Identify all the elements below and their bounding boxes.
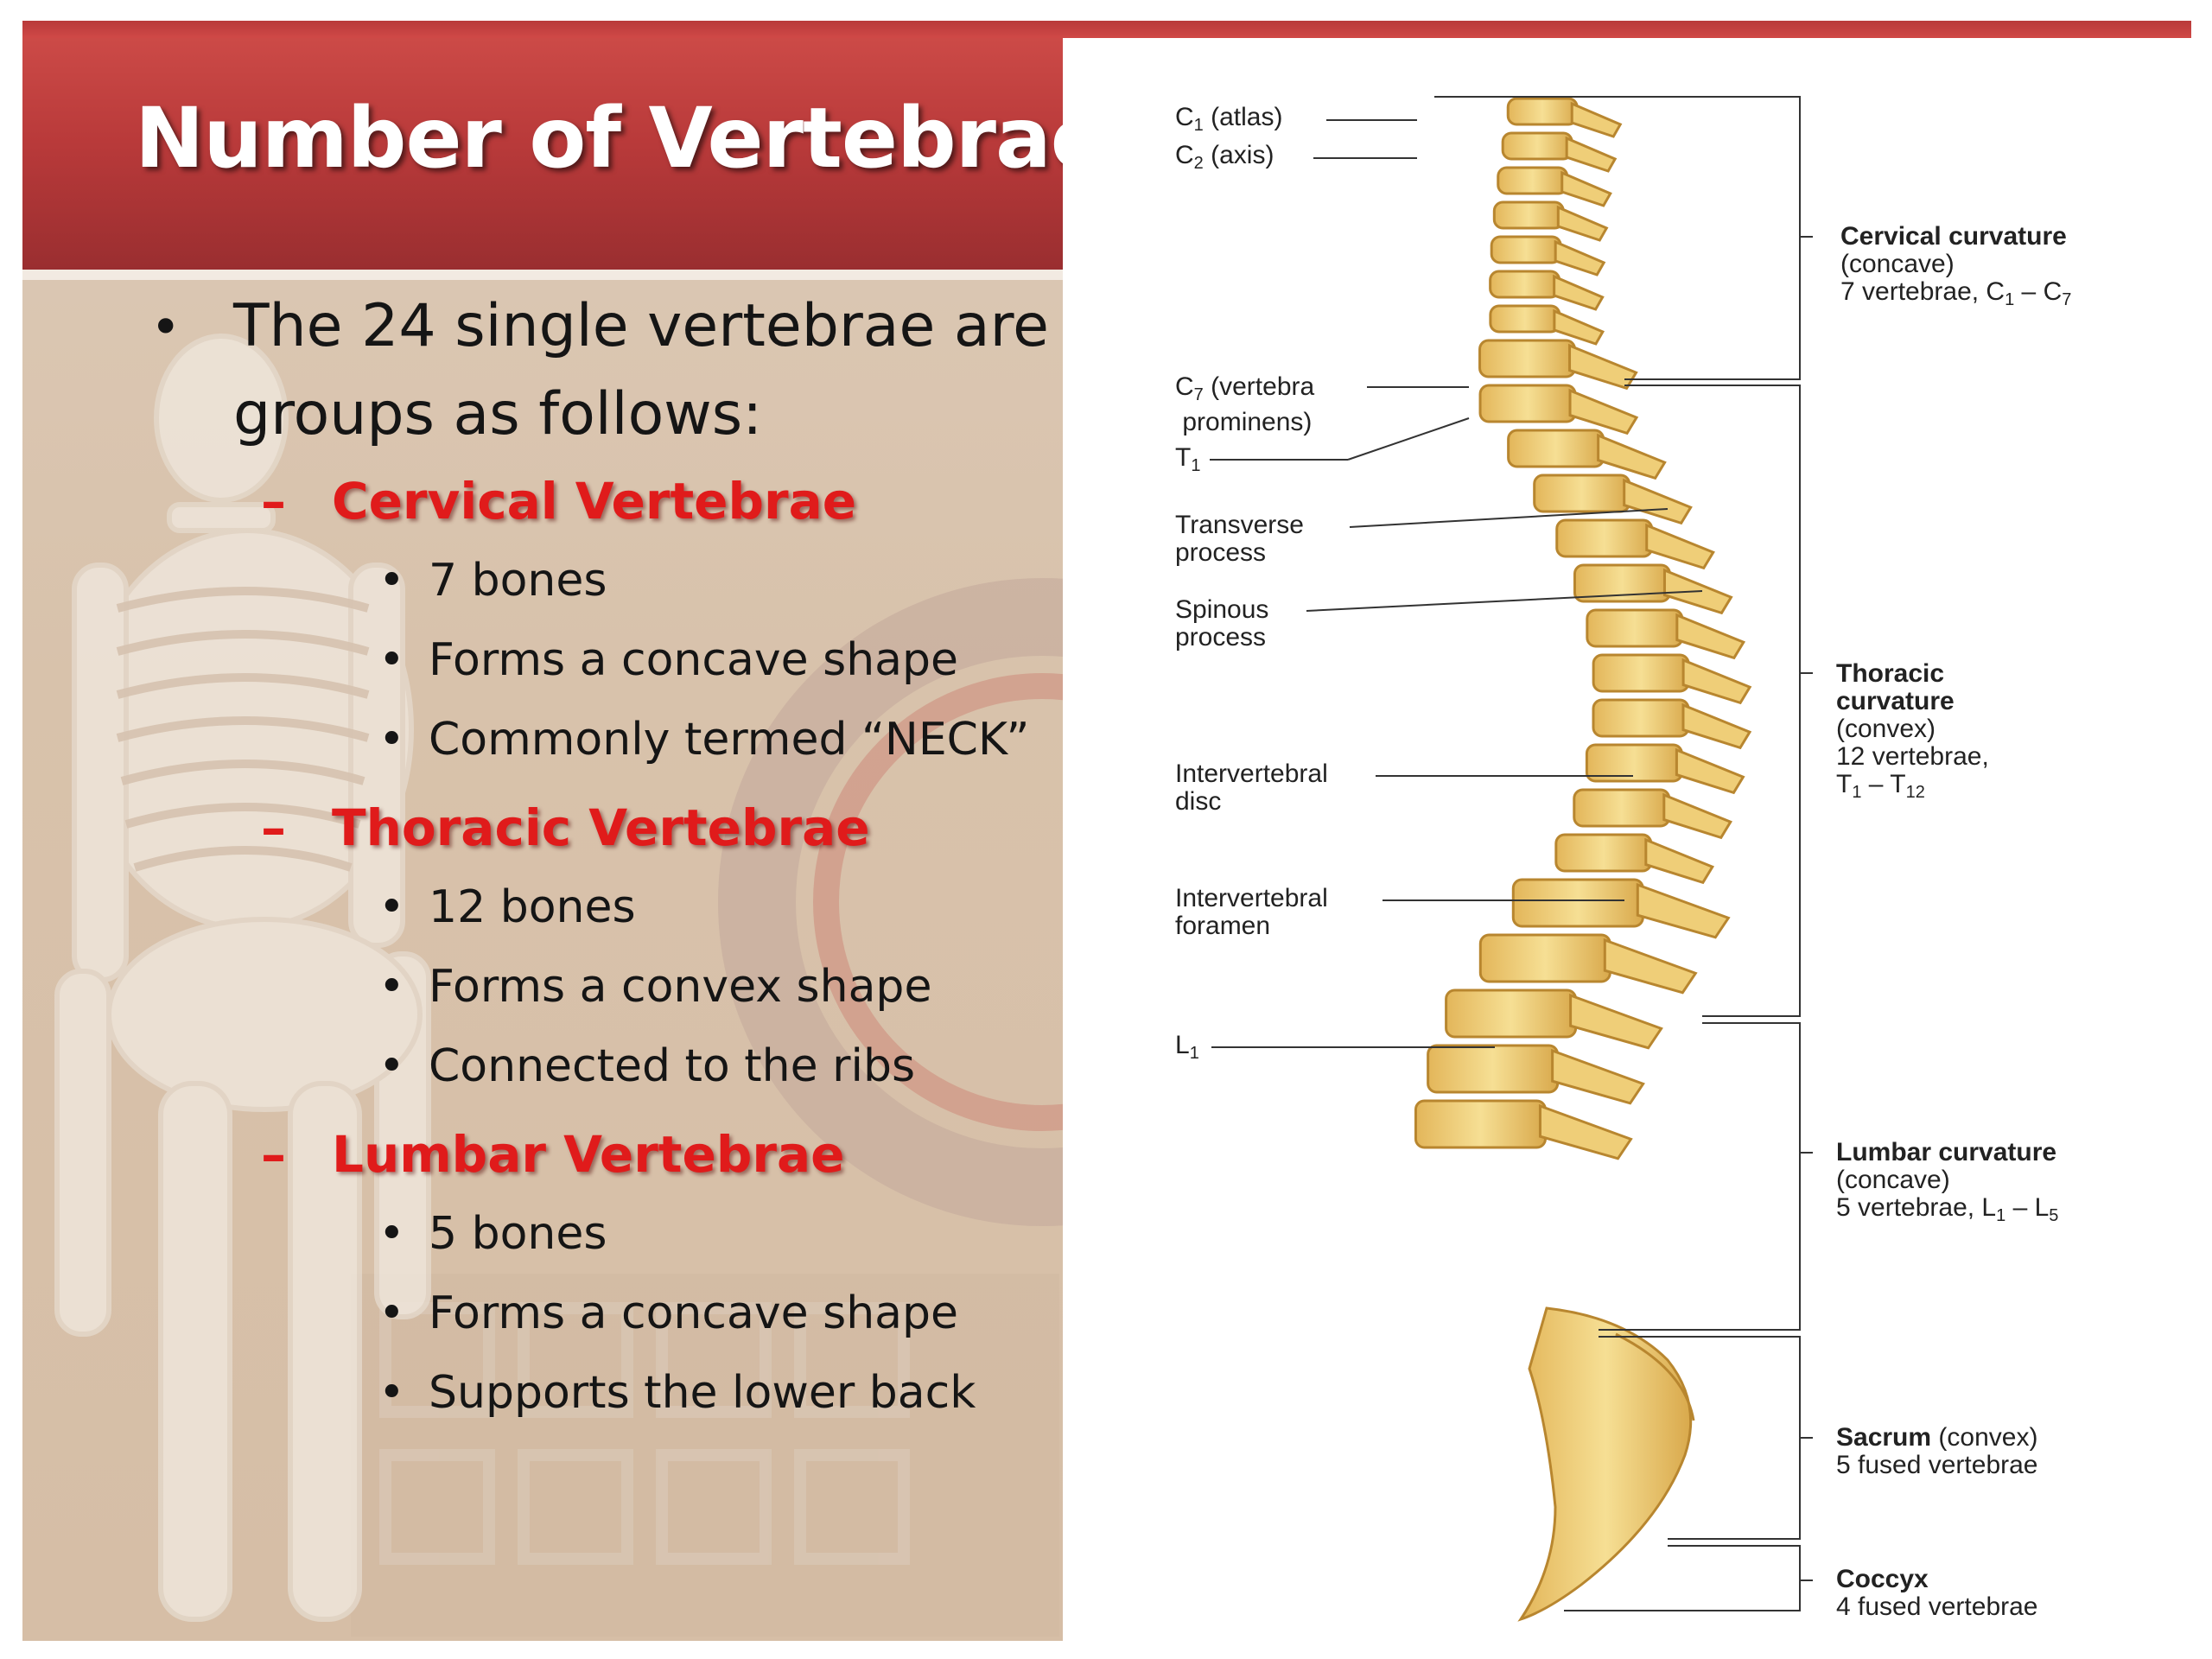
- spinous-process: [1662, 792, 1732, 840]
- intro-line-2: groups as follows:: [233, 380, 763, 448]
- dash-marker: –: [261, 1125, 286, 1184]
- spinous-process: [1570, 101, 1623, 138]
- spinous-process: [1553, 274, 1605, 311]
- section-heading-lumbar: Lumbar Vertebrae: [332, 1125, 845, 1184]
- spinous-process: [1681, 702, 1752, 750]
- spinous-process: [1675, 613, 1746, 660]
- vertebral-body: [1478, 339, 1577, 378]
- cervical-point-2: Forms a concave shape: [429, 634, 959, 686]
- spinous-process: [1569, 993, 1663, 1050]
- cervical-point-3: Commonly termed “NECK”: [429, 714, 1030, 766]
- top-accent-strip: [22, 21, 2191, 40]
- vertebral-body: [1501, 131, 1573, 161]
- label-c1-atlas: C1 (atlas): [1175, 103, 1283, 136]
- bullet-dot: •: [378, 961, 405, 1013]
- spinous-process: [1675, 747, 1745, 795]
- vertebral-body: [1554, 833, 1653, 873]
- vertebral-body: [1573, 788, 1671, 828]
- intro-line-1: The 24 single vertebrae are: [233, 292, 1049, 360]
- label-c2-axis: C2 (axis): [1175, 141, 1274, 174]
- vertebral-body: [1533, 474, 1631, 513]
- thoracic-point-2: Forms a convex shape: [429, 961, 932, 1013]
- dash-marker: –: [261, 472, 286, 531]
- spinous-process: [1560, 170, 1612, 207]
- vertebral-column-illustration: [1210, 96, 1813, 1622]
- label-t1: T1: [1175, 443, 1201, 476]
- title-divider: [22, 270, 1063, 280]
- spinous-process: [1551, 1048, 1645, 1105]
- label-sacrum: Sacrum (convex)5 fused vertebrae: [1836, 1423, 2038, 1479]
- section-heading-cervical: Cervical Vertebrae: [332, 472, 857, 531]
- lumbar-point-1: 5 bones: [429, 1208, 607, 1260]
- spinous-process: [1645, 523, 1715, 570]
- section-heading-thoracic: Thoracic Vertebrae: [332, 798, 870, 857]
- label-lumbar-curvature: Lumbar curvature(concave)5 vertebrae, L1…: [1836, 1138, 2059, 1226]
- bullet-dot: •: [378, 1367, 405, 1419]
- lumbar-point-3: Supports the lower back: [429, 1367, 976, 1419]
- spinous-process: [1568, 343, 1638, 391]
- vertebral-body: [1492, 200, 1565, 230]
- bullet-dot: •: [378, 1040, 405, 1092]
- label-l1: L1: [1175, 1031, 1199, 1064]
- bullet-dot: •: [378, 881, 405, 933]
- bullet-dot: •: [150, 297, 181, 358]
- bullet-dot: •: [378, 555, 405, 607]
- spinous-process: [1554, 239, 1606, 276]
- spine-diagram-panel: C1 (atlas) C2 (axis) C7 (vertebra promin…: [1063, 38, 2191, 1641]
- spinous-process: [1603, 938, 1698, 995]
- bullet-dot: •: [378, 714, 405, 766]
- bullet-list: • The 24 single vertebrae are groups as …: [22, 280, 1063, 1641]
- lumbar-point-2: Forms a concave shape: [429, 1287, 959, 1339]
- spinous-process: [1568, 388, 1639, 435]
- left-text-panel: Number of Vertebrae • The 24 single vert…: [22, 38, 1063, 1641]
- spinous-process: [1636, 882, 1731, 939]
- spinous-process: [1681, 658, 1752, 705]
- vertebral-body: [1414, 1099, 1547, 1149]
- thoracic-point-3: Connected to the ribs: [429, 1040, 916, 1092]
- spinous-process: [1623, 478, 1693, 525]
- vertebral-body: [1506, 97, 1579, 126]
- vertebral-body: [1445, 988, 1578, 1039]
- spinous-process: [1538, 1103, 1633, 1160]
- vertebral-body: [1586, 608, 1684, 648]
- thoracic-point-1: 12 bones: [429, 881, 636, 933]
- vertebral-body: [1489, 304, 1561, 334]
- vertebral-body: [1511, 878, 1644, 928]
- bullet-dot: •: [378, 1208, 405, 1260]
- spinous-process: [1597, 433, 1667, 480]
- vertebral-body: [1592, 653, 1690, 693]
- dash-marker: –: [261, 798, 286, 857]
- vertebral-body: [1490, 235, 1562, 264]
- bullet-dot: •: [378, 634, 405, 686]
- spinous-process: [1644, 837, 1715, 885]
- label-cervical-curvature: Cervical curvature(concave)7 vertebrae, …: [1840, 222, 2072, 310]
- cervical-point-1: 7 bones: [429, 555, 607, 607]
- vertebral-body: [1489, 270, 1561, 299]
- vertebral-body: [1555, 518, 1654, 558]
- vertebral-body: [1478, 933, 1611, 983]
- spinous-process: [1556, 205, 1609, 242]
- spinous-process: [1553, 308, 1605, 346]
- bullet-dot: •: [378, 1287, 405, 1339]
- slide-title: Number of Vertebrae: [135, 90, 1063, 187]
- background-skeleton-illustration: [54, 334, 1063, 1637]
- vertebral-body: [1497, 166, 1569, 195]
- label-c7-vertebra-prominens: C7 (vertebra prominens): [1175, 372, 1315, 436]
- title-bar: [22, 38, 1063, 270]
- vertebral-body: [1427, 1044, 1560, 1094]
- vertebral-body: [1478, 384, 1577, 423]
- vertebral-body: [1507, 429, 1605, 468]
- vertebral-body: [1592, 698, 1690, 738]
- spinous-process: [1565, 136, 1618, 173]
